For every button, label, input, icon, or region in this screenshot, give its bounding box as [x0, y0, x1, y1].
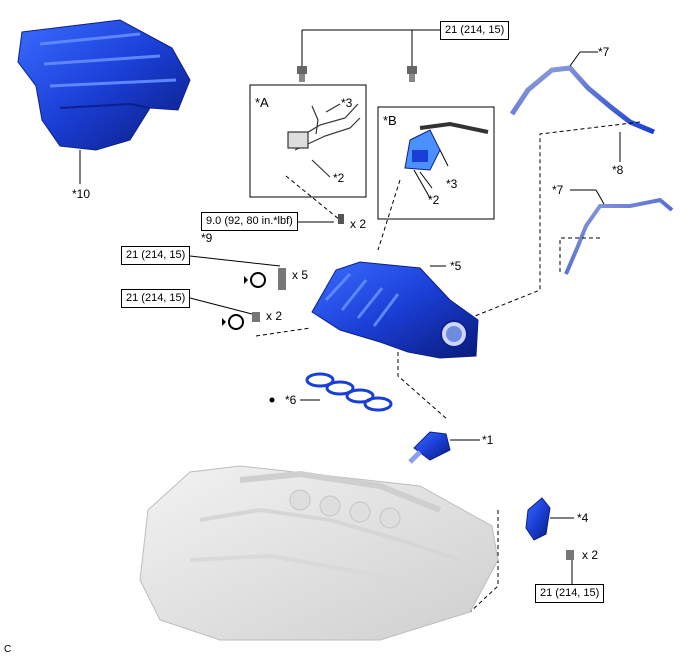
torque-spec-mid2: 21 (214, 15): [121, 289, 191, 308]
leader-top-torque: [301, 29, 440, 66]
torque-spec-bolt9: 9.0 (92, 80 in.*lbf): [201, 212, 298, 231]
assembly-guides: [255, 121, 641, 613]
qty-mid2: x 2: [266, 309, 283, 323]
leader-mid2: [189, 297, 253, 315]
torque-spec-bottom: 21 (214, 15): [535, 584, 605, 603]
qty-bottom: x 2: [582, 548, 599, 562]
callout-1: *1: [482, 433, 494, 447]
callout-10: *10: [72, 187, 91, 201]
callout-3a: *3: [341, 96, 353, 110]
bolt-icon: [252, 214, 574, 560]
bolt-icon: [297, 66, 417, 82]
torque-spec-top: 21 (214, 15): [440, 21, 510, 40]
bracket-part: [525, 497, 551, 541]
callout-8: *8: [612, 163, 624, 177]
torque-wrench-icon: [222, 272, 266, 330]
leader-mid1: [189, 255, 281, 267]
intake-gasket: [305, 372, 393, 412]
callout-9: *9: [201, 231, 213, 245]
callout-6: *6: [285, 393, 297, 407]
view-b-label: *B: [383, 113, 397, 128]
engine-assembly: [139, 465, 499, 641]
intake-manifold: [311, 261, 479, 359]
qty-bolt9: x 2: [350, 217, 367, 231]
callout-7b: *7: [552, 183, 564, 197]
sensor-detail-a: [287, 103, 361, 178]
vacuum-hose-upper: [509, 65, 655, 135]
replace-part-icon: [269, 397, 275, 403]
callout-3b: *3: [446, 177, 458, 191]
leader-7a: [569, 51, 581, 67]
callout-2b: *2: [428, 193, 440, 207]
figure-code: C: [4, 644, 12, 655]
callout-4: *4: [577, 511, 589, 525]
callout-5: *5: [450, 259, 462, 273]
qty-mid1: x 5: [292, 268, 309, 282]
callout-2a: *2: [333, 171, 345, 185]
intake-hose: [408, 431, 451, 464]
callout-7a: *7: [598, 45, 610, 59]
sensor-detail-b: [404, 121, 489, 189]
view-a-label: *A: [255, 95, 269, 110]
torque-spec-mid1: 21 (214, 15): [121, 246, 191, 265]
engine-cover: [17, 19, 191, 151]
vacuum-hose-lower: [564, 197, 674, 275]
